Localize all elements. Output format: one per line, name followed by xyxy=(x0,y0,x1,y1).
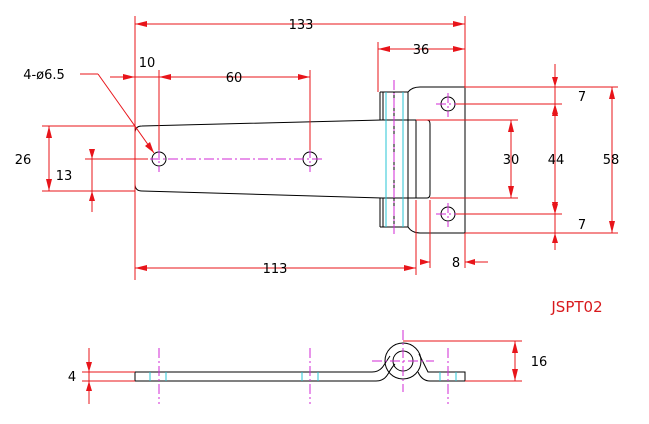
dim-hole-offset: 10 xyxy=(139,56,156,71)
knuckle-bottom xyxy=(382,198,409,228)
dim-top-hole-offset: 7 xyxy=(578,90,586,105)
centerlines xyxy=(150,80,460,236)
dim-leaf-half-width: 13 xyxy=(56,169,73,184)
dim-bottom-hole-offset: 7 xyxy=(578,218,586,233)
dim-overall-height: 58 xyxy=(603,153,620,168)
hole-callout: 4-ø6.5 xyxy=(23,68,65,83)
part-code: JSPT02 xyxy=(550,298,602,316)
dimension-labels: 133 36 10 60 4-ø6.5 113 8 26 13 7 44 30 … xyxy=(15,18,620,385)
dim-knuckle-offset: 8 xyxy=(452,256,460,271)
dim-hole-pitch: 60 xyxy=(226,71,243,86)
plate-inner-step xyxy=(416,119,431,199)
dimension-lines xyxy=(42,16,618,280)
dim-overall-length: 133 xyxy=(289,18,314,33)
side-profile xyxy=(135,355,396,382)
side-dimension-lines xyxy=(82,340,522,404)
knuckle-top xyxy=(382,91,409,120)
hidden-lines xyxy=(385,92,404,227)
dim-side-height: 16 xyxy=(531,355,548,370)
dim-knuckle-width: 36 xyxy=(413,43,430,58)
dim-inner-width: 30 xyxy=(503,153,520,168)
side-view xyxy=(134,330,466,404)
dim-leaf-width: 26 xyxy=(15,153,32,168)
mounting-plate-outline xyxy=(407,86,466,234)
plate-side-profile xyxy=(417,353,466,382)
knuckle-ends xyxy=(379,91,383,228)
dim-thickness: 4 xyxy=(68,370,76,385)
dim-leaf-length: 113 xyxy=(263,262,288,277)
dim-hole-span: 44 xyxy=(548,153,565,168)
